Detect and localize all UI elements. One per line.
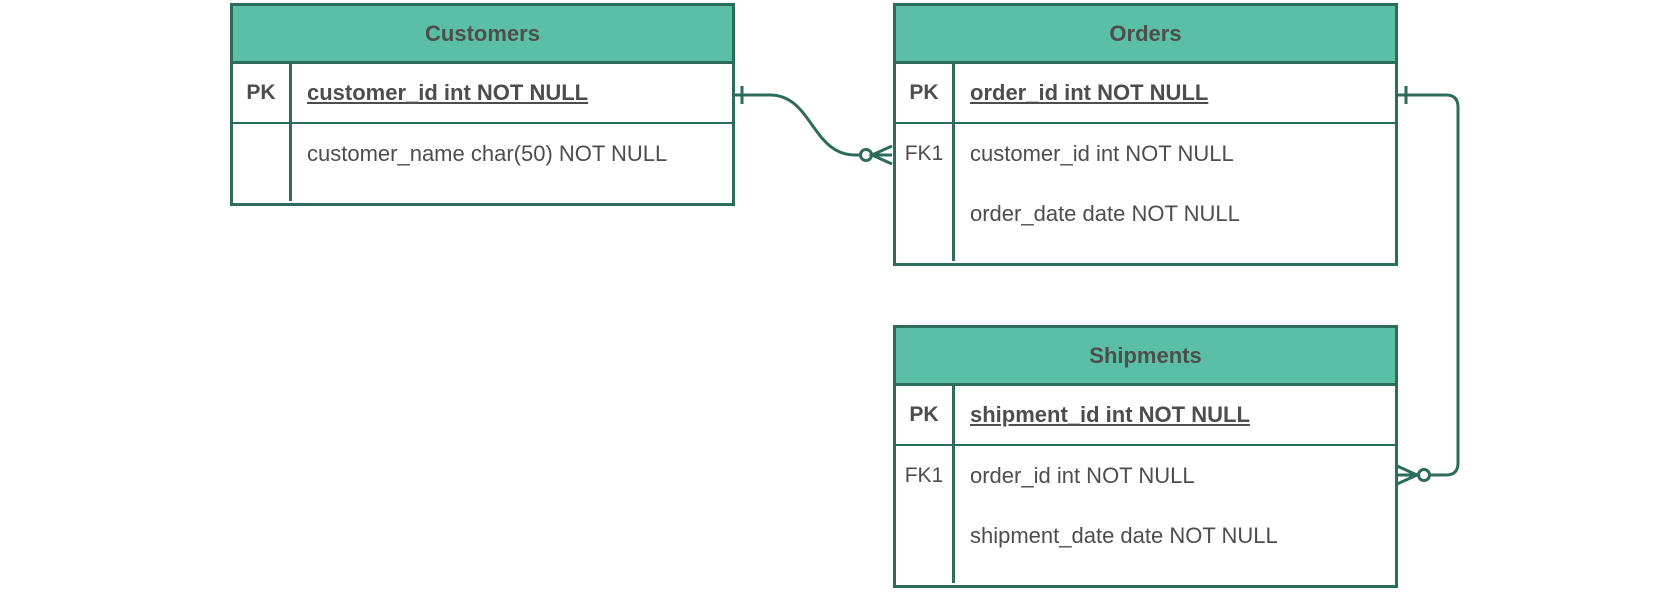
shipments-field-column: order_id int NOT NULL shipment_date date… (955, 446, 1395, 583)
shipments-pk-row[interactable]: PK shipment_id int NOT NULL (896, 386, 1395, 446)
shipments-table[interactable]: Shipments PK shipment_id int NOT NULL FK… (893, 325, 1398, 588)
orders-table-header: Orders (896, 6, 1395, 64)
orders-table[interactable]: Orders PK order_id int NOT NULL FK1 cust… (893, 3, 1398, 266)
orders-field-column: customer_id int NOT NULL order_date date… (955, 124, 1395, 261)
customers-table[interactable]: Customers PK customer_id int NOT NULL cu… (230, 3, 735, 206)
customers-attributes: customer_name char(50) NOT NULL (233, 124, 732, 201)
orders-key-column: FK1 (896, 124, 955, 261)
orders-pk-key: PK (896, 64, 955, 122)
customers-pk-field: customer_id int NOT NULL (307, 80, 589, 105)
shipments-pk-key: PK (896, 386, 955, 444)
orders-pk-field: order_id int NOT NULL (970, 80, 1209, 105)
customers-pk-row[interactable]: PK customer_id int NOT NULL (233, 64, 732, 124)
customers-field-column: customer_name char(50) NOT NULL (292, 124, 732, 201)
shipments-table-header: Shipments (896, 328, 1395, 386)
shipments-pk-field: shipment_id int NOT NULL (970, 402, 1250, 427)
customers-attr-field-0[interactable]: customer_name char(50) NOT NULL (307, 141, 668, 166)
orders-many-crowfoot (868, 144, 893, 166)
orders-attr-field-1[interactable]: order_date date NOT NULL (970, 201, 1240, 226)
customers-orders-relationship-line (733, 93, 892, 157)
orders-attr-key-0: FK1 (904, 142, 944, 165)
shipments-many-crowfoot (1396, 464, 1421, 486)
orders-attr-field-0[interactable]: customer_id int NOT NULL (970, 141, 1234, 166)
shipments-attr-field-0[interactable]: order_id int NOT NULL (970, 463, 1195, 488)
orders-attributes: FK1 customer_id int NOT NULL order_date … (896, 124, 1395, 261)
shipments-attr-key-0: FK1 (904, 464, 944, 487)
customers-pk-key: PK (233, 64, 292, 122)
customers-key-column (233, 124, 292, 201)
customers-table-header: Customers (233, 6, 732, 64)
shipments-key-column: FK1 (896, 446, 955, 583)
shipments-attributes: FK1 order_id int NOT NULL shipment_date … (896, 446, 1395, 583)
orders-pk-row[interactable]: PK order_id int NOT NULL (896, 64, 1395, 124)
orders-shipments-relationship-line (1397, 93, 1460, 477)
shipments-attr-field-1[interactable]: shipment_date date NOT NULL (970, 523, 1278, 548)
